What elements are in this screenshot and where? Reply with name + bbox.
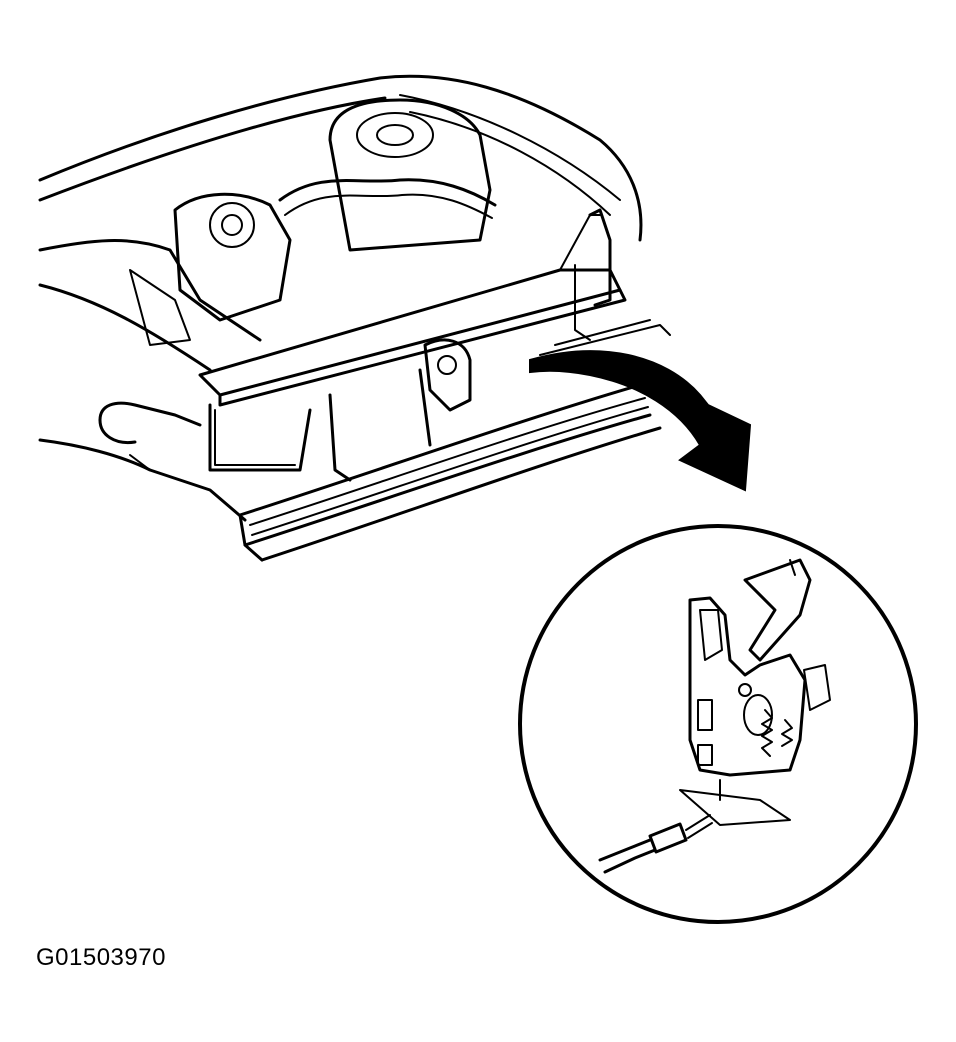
latch-detail-circle [518,524,918,924]
engine-compartment-view [38,74,671,562]
figure-id-label: G01503970 [36,944,166,971]
detail-pointer-arrow [529,350,752,492]
